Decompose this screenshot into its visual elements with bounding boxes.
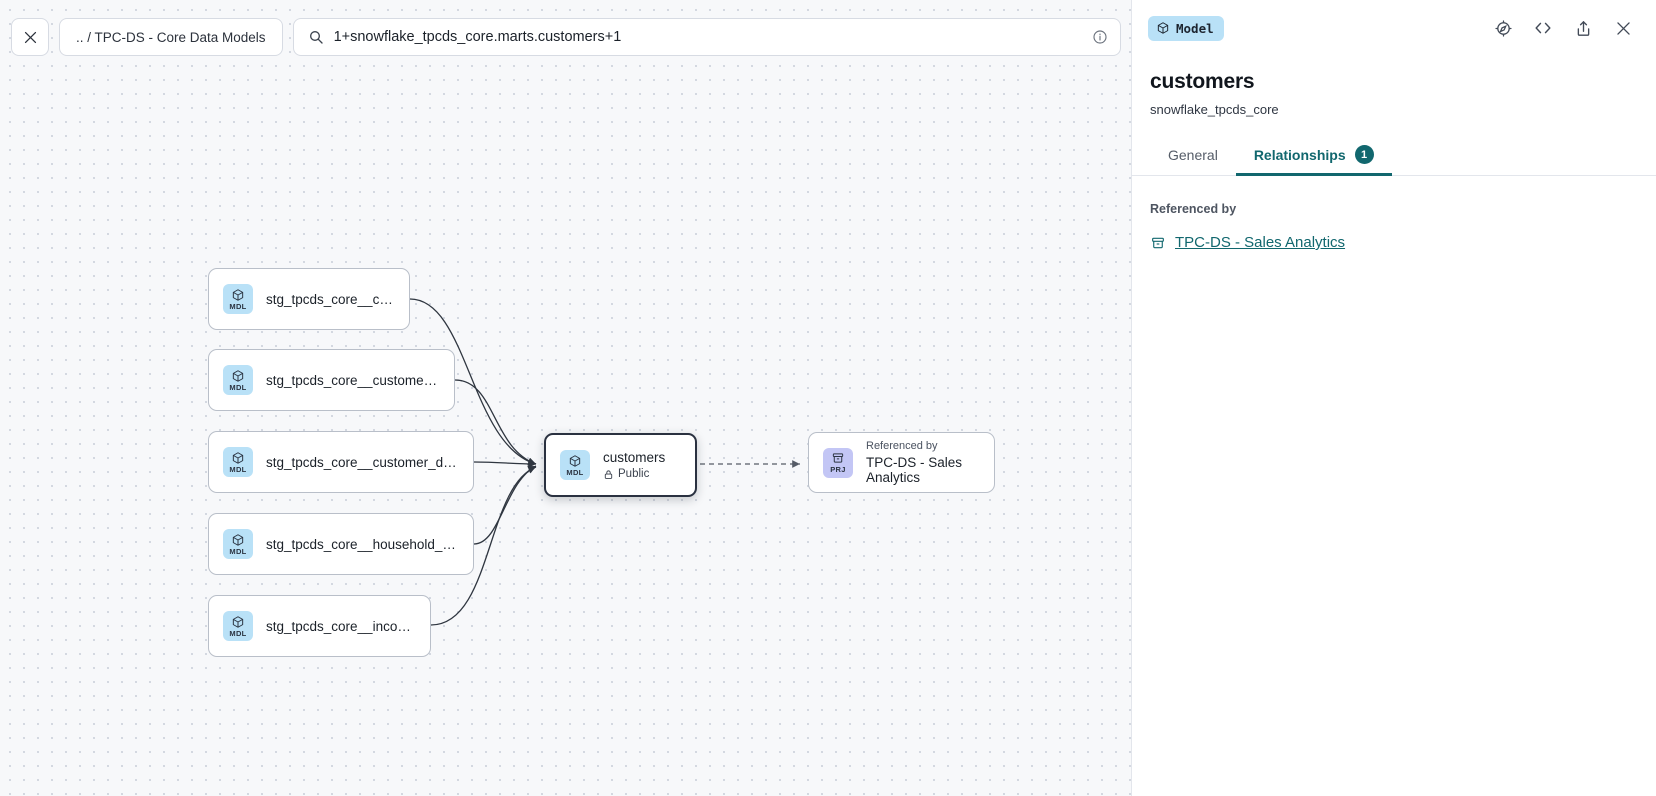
badge-text: MDL [229, 546, 247, 556]
badge-text: MDL [229, 628, 247, 638]
tab-label: General [1168, 146, 1218, 163]
project-badge: PRJ [823, 447, 853, 478]
node-title: customers [603, 450, 666, 465]
code-icon [1535, 22, 1551, 34]
share-button[interactable] [1568, 13, 1598, 43]
node-label: stg_tpcds_core__customer [266, 291, 395, 307]
lineage-node[interactable]: MDL stg_tpcds_core__customer_address [208, 349, 455, 411]
explore-icon [1494, 19, 1512, 37]
lineage-node[interactable]: MDL stg_tpcds_core__customer [208, 268, 410, 330]
node-label: stg_tpcds_core__customer_demogra… [266, 454, 459, 470]
model-badge: MDL [223, 447, 253, 477]
lineage-canvas[interactable]: .. / TPC-DS - Core Data Models 1+snowfla… [0, 0, 1131, 796]
badge-text: MDL [229, 464, 247, 474]
breadcrumb-label: .. / TPC-DS - Core Data Models [76, 29, 266, 45]
lineage-node[interactable]: MDL stg_tpcds_core__household_demogr… [208, 513, 474, 575]
referenced-by-link[interactable]: TPC-DS - Sales Analytics [1175, 234, 1346, 251]
lineage-node[interactable]: MDL stg_tpcds_core__customer_demogra… [208, 431, 474, 493]
cube-icon [232, 615, 244, 628]
cube-icon [232, 451, 244, 464]
page-title: customers [1150, 70, 1255, 93]
model-badge: MDL [223, 529, 253, 559]
panel-header: customers snowflake_tpcds_core [1132, 56, 1656, 117]
badge-text: MDL [229, 382, 247, 392]
search-input[interactable]: 1+snowflake_tpcds_core.marts.customers+1 [292, 18, 1121, 56]
node-text-stack: Referenced by TPC-DS - Sales Analytics [866, 440, 980, 485]
panel-toolbar: Model [1132, 0, 1656, 56]
canvas-toolbar: .. / TPC-DS - Core Data Models 1+snowfla… [11, 18, 1131, 56]
cube-icon [1157, 22, 1169, 34]
explore-button[interactable] [1488, 13, 1518, 43]
node-label: stg_tpcds_core__income_band [266, 618, 416, 634]
section-heading: Referenced by [1150, 202, 1237, 216]
badge-text: MDL [229, 301, 247, 311]
details-panel: Model customers snowflake_tpcds_core Gen… [1131, 0, 1656, 796]
badge-text: PRJ [830, 465, 846, 474]
code-button[interactable] [1528, 13, 1558, 43]
pill-label: Model [1176, 20, 1214, 36]
tab-relationships[interactable]: Relationships 1 [1235, 145, 1392, 176]
node-label: stg_tpcds_core__customer_address [266, 372, 440, 388]
search-icon [309, 31, 323, 44]
cube-icon [232, 288, 244, 301]
referenced-by-section: Referenced by TPC-DS - Sales Analytics [1132, 176, 1656, 251]
cube-icon [569, 454, 581, 467]
close-icon [1616, 21, 1630, 35]
panel-tabs: General Relationships 1 [1132, 145, 1656, 176]
page-subtitle: snowflake_tpcds_core [1150, 102, 1279, 117]
model-badge: MDL [223, 284, 253, 314]
node-kicker: Referenced by [866, 440, 938, 452]
model-badge: MDL [223, 611, 253, 641]
lock-icon [604, 470, 613, 479]
project-icon [1152, 237, 1164, 248]
share-icon [1577, 20, 1589, 36]
node-title: TPC-DS - Sales Analytics [866, 455, 963, 485]
cube-icon [232, 533, 244, 546]
lineage-node[interactable]: MDL stg_tpcds_core__income_band [208, 595, 431, 657]
badge-text: MDL [566, 467, 584, 477]
tab-label: Relationships [1253, 146, 1346, 163]
tab-count-badge: 1 [1354, 145, 1374, 164]
tab-general[interactable]: General [1150, 145, 1236, 175]
breadcrumb[interactable]: .. / TPC-DS - Core Data Models [59, 18, 283, 56]
lineage-node-project[interactable]: PRJ Referenced by TPC-DS - Sales Analyti… [808, 432, 995, 493]
info-circle-icon[interactable] [1092, 29, 1108, 45]
lineage-node-selected[interactable]: MDL customers Public [544, 433, 697, 497]
lineage-edges [409, 298, 800, 626]
model-badge: MDL [223, 365, 253, 395]
list-item[interactable]: TPC-DS - Sales Analytics [1150, 234, 1638, 251]
cube-icon [232, 369, 244, 382]
node-text-stack: customers Public [603, 450, 665, 480]
project-icon [832, 453, 844, 463]
node-access-label: Public [618, 468, 650, 480]
entity-type-pill: Model [1148, 15, 1224, 41]
model-badge: MDL [560, 450, 590, 480]
close-icon [24, 31, 36, 43]
close-button[interactable] [11, 18, 49, 56]
search-value: 1+snowflake_tpcds_core.marts.customers+1 [333, 29, 622, 45]
close-panel-button[interactable] [1608, 13, 1638, 43]
node-label: stg_tpcds_core__household_demogr… [266, 536, 459, 552]
node-access: Public [603, 468, 665, 480]
